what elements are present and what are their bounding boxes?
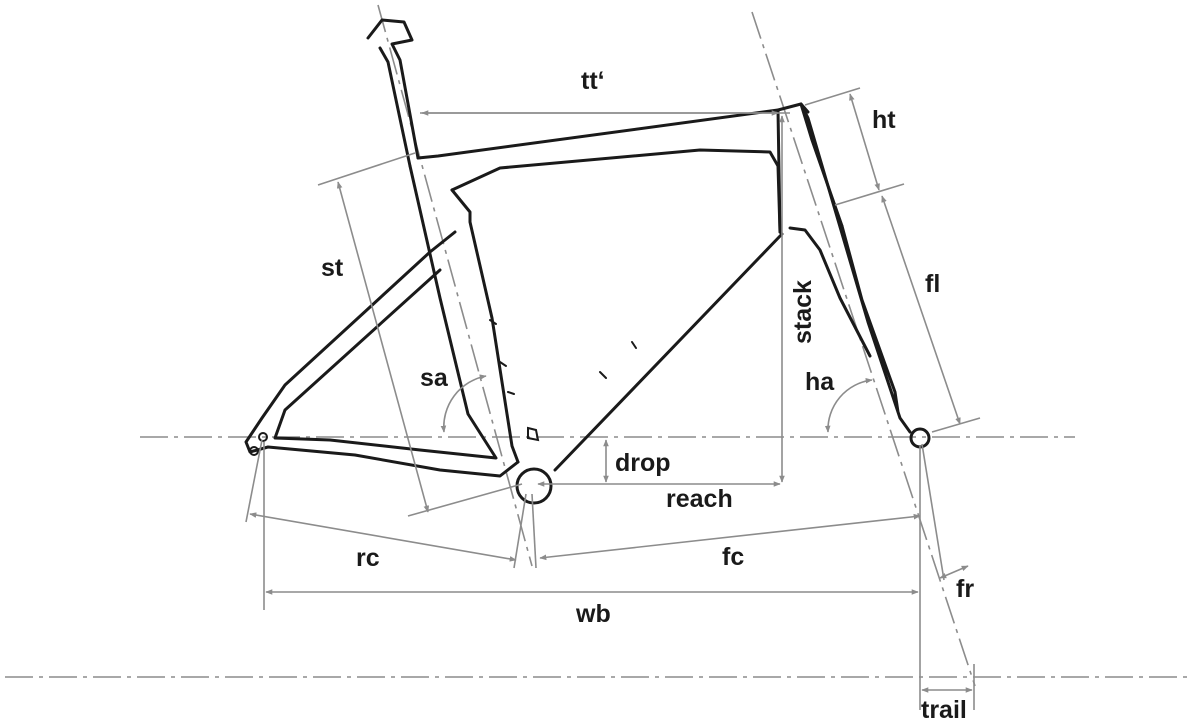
seatpost: [366, 18, 420, 168]
fl-ext-bottom: [931, 417, 981, 433]
chainstay-seatstay: [244, 164, 520, 478]
ht-ext-bottom: [834, 183, 905, 206]
label-fl: fl: [925, 270, 940, 298]
ht-dimension: [849, 93, 880, 191]
rc-dimension: [249, 512, 517, 562]
label-fr: fr: [956, 575, 974, 603]
label-trail: trail: [921, 696, 967, 724]
bottle-cage-bosses: [489, 319, 637, 442]
front-dropout: [909, 427, 931, 449]
label-sa: sa: [420, 364, 449, 392]
label-stack: stack: [789, 280, 817, 344]
ha-arc: [824, 377, 873, 433]
label-drop: drop: [615, 449, 671, 477]
label-wb: wb: [575, 600, 611, 628]
rc-ext-rear: [245, 439, 263, 523]
centerlines: [5, 4, 1190, 687]
top-tube: [416, 102, 810, 192]
seat-tube-axis: [377, 4, 533, 567]
rc-ext-bb-right: [531, 493, 537, 569]
st-ext-bottom: [407, 483, 523, 517]
fl-dimension: [881, 195, 961, 425]
st-dimension: [336, 181, 430, 513]
label-reach: reach: [666, 485, 733, 513]
fc-dimension: [539, 513, 921, 561]
label-tt: tt‘: [581, 67, 605, 95]
dimension-lines: [245, 87, 981, 710]
label-fc: fc: [722, 543, 744, 571]
bottom-bracket: [515, 467, 553, 505]
ht-ext-top: [804, 87, 861, 106]
fr-offset-line: [921, 443, 945, 581]
fr-dimension: [939, 565, 969, 579]
st-ext-top: [317, 152, 416, 186]
sa-arc: [440, 374, 487, 433]
rear-dropout-eyelet: [249, 446, 259, 456]
label-st: st: [321, 254, 344, 282]
steering-axis: [751, 11, 976, 687]
label-ha: ha: [805, 368, 835, 396]
rear-dropout: [258, 432, 268, 442]
label-ht: ht: [872, 106, 896, 134]
label-rc: rc: [356, 544, 380, 572]
dimension-labels: tt‘ ht st fl stack sa ha drop reach rc f…: [321, 67, 974, 724]
